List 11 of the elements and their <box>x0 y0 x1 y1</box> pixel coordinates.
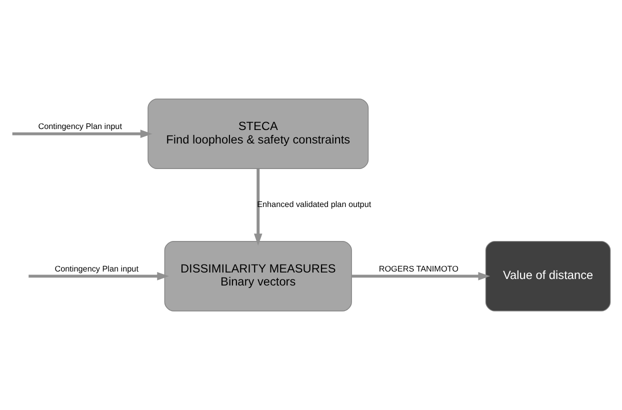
arrow <box>12 130 152 138</box>
edge-label: Enhanced validated plan output <box>257 200 372 210</box>
node-box: DISSIMILARITY MEASURES Binary vectors <box>164 240 352 312</box>
edge-label: ROGERS TANIMOTO <box>378 264 458 274</box>
node-box: Value of distance <box>485 240 611 312</box>
arrow <box>28 272 170 280</box>
arrow <box>254 169 262 246</box>
arrow <box>352 272 490 280</box>
edge-label: Contingency Plan input <box>38 122 122 132</box>
edge-label: Contingency Plan input <box>54 264 138 274</box>
node-box: STECA Find loopholes & safety constraints <box>148 98 369 170</box>
